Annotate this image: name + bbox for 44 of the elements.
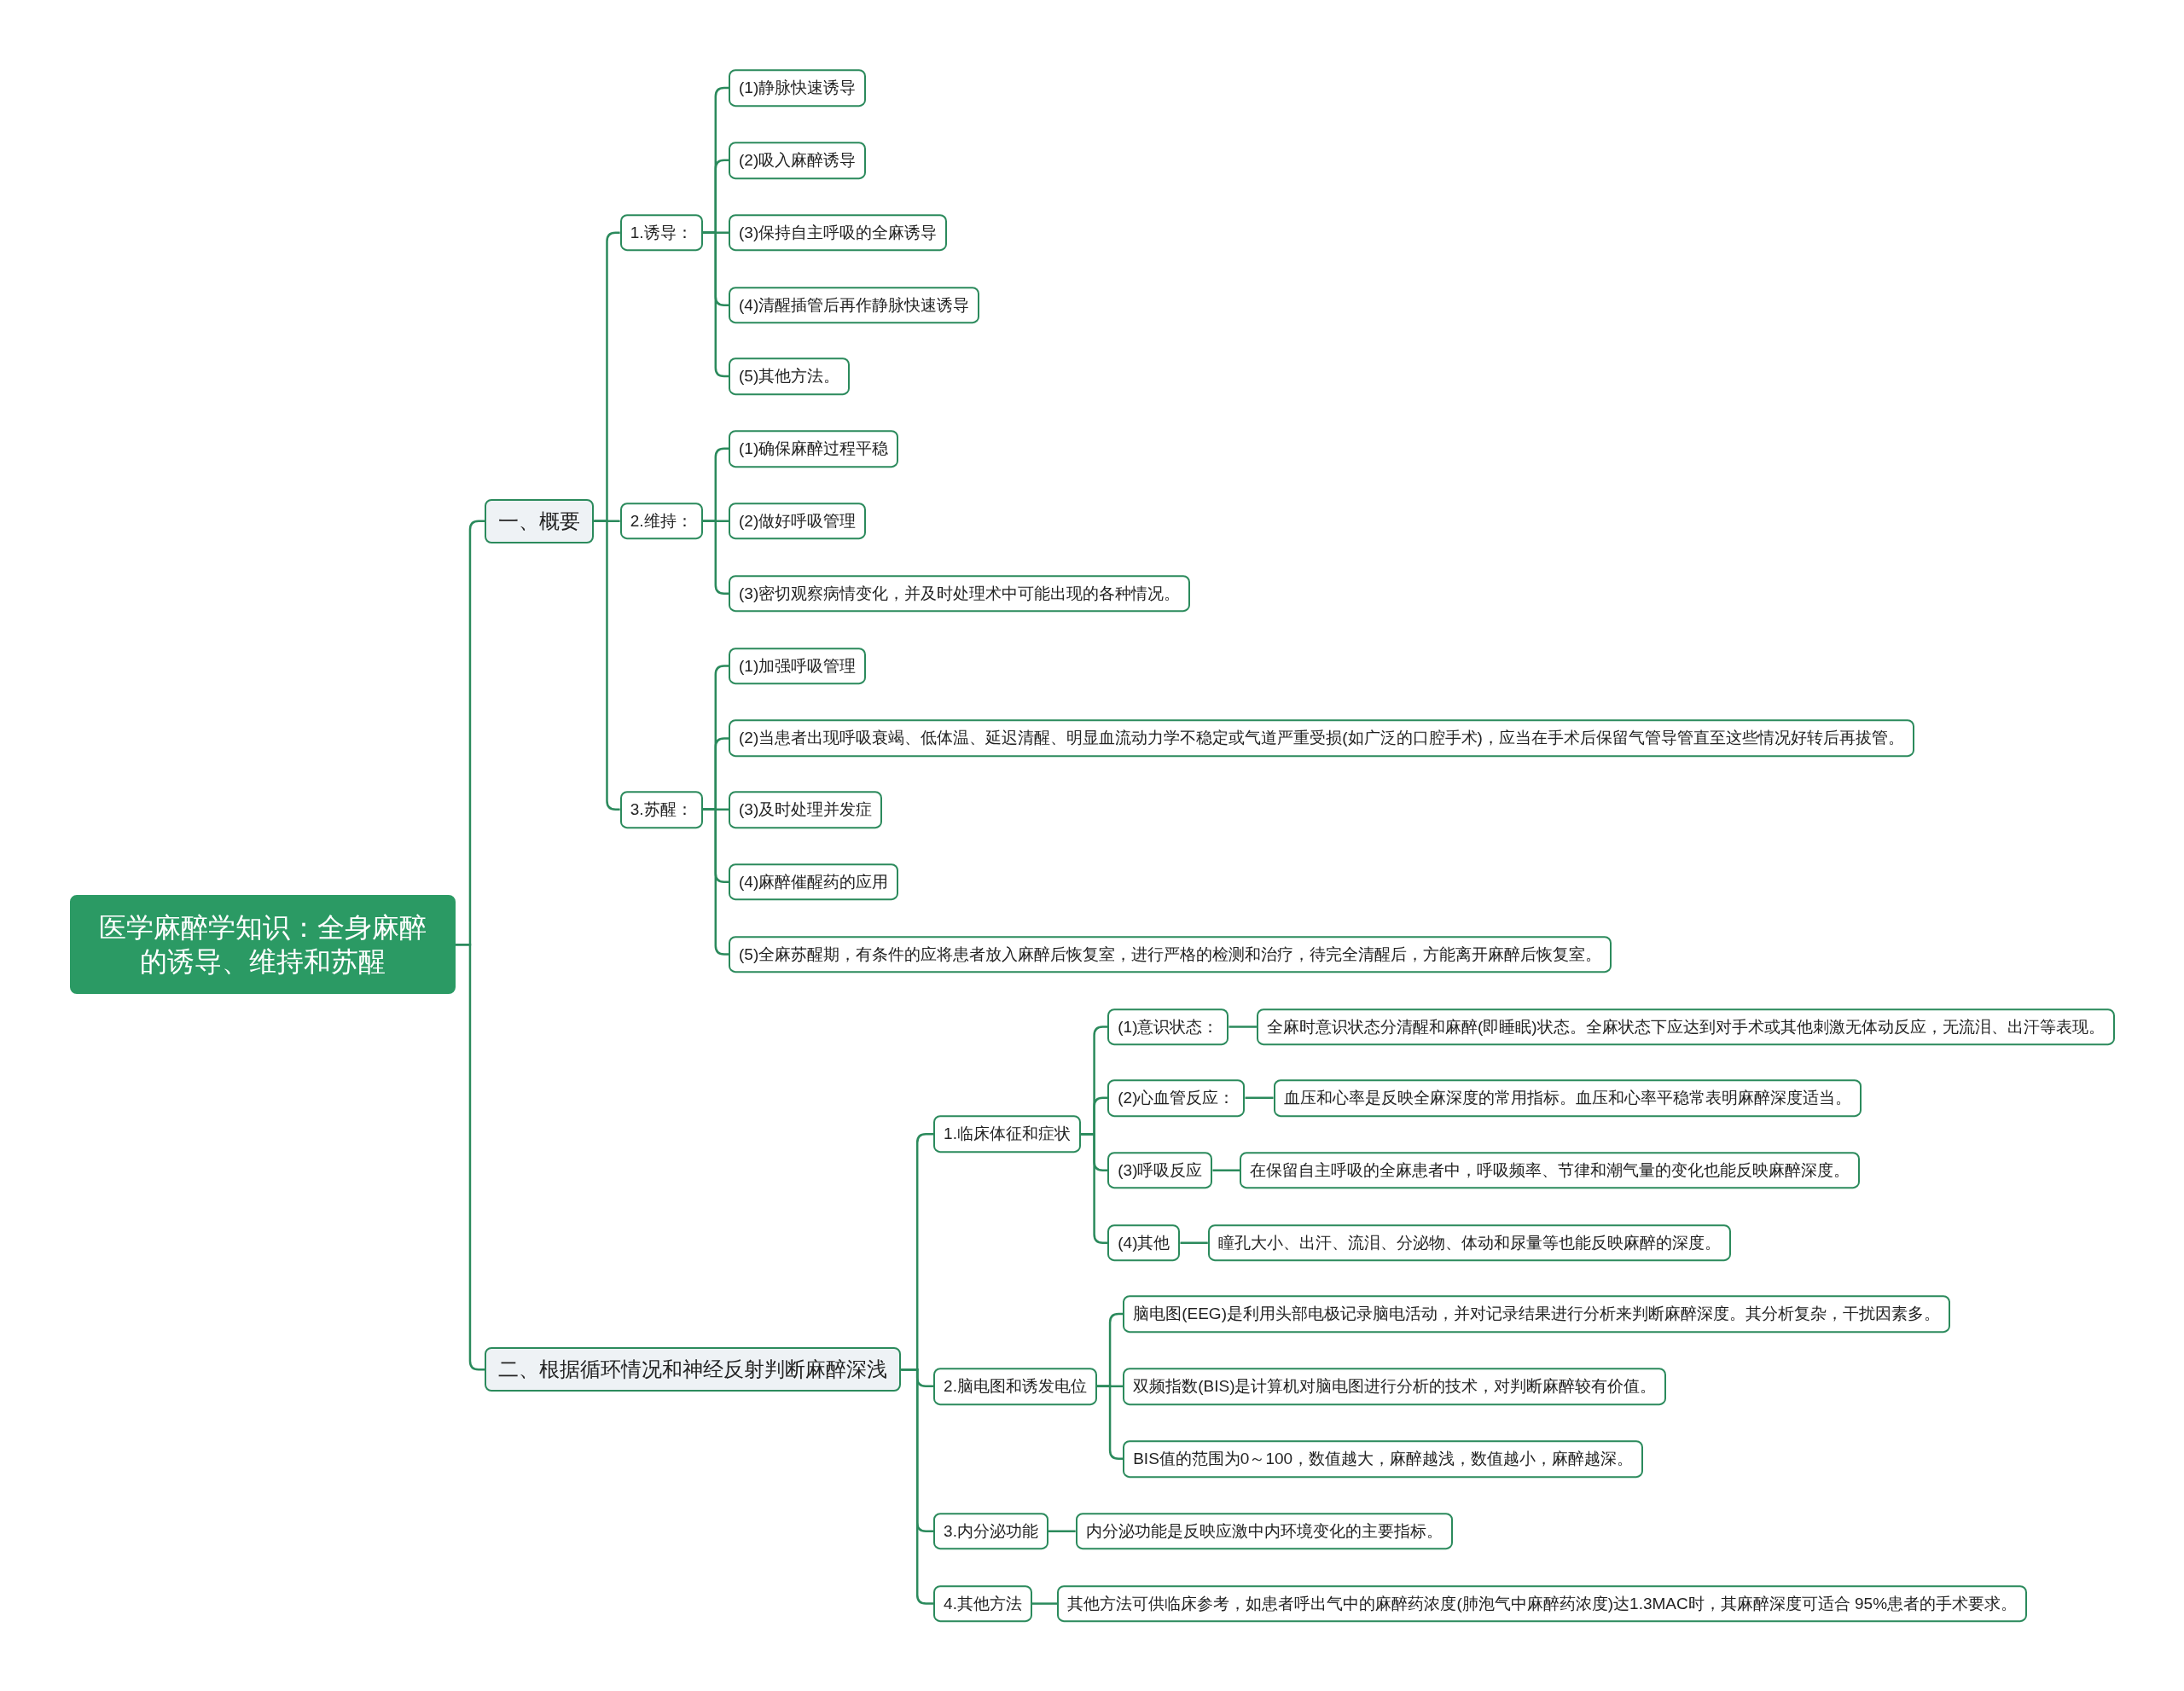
main-topic-box: 二、根据循环情况和神经反射判断麻醉深浅 (485, 1347, 902, 1392)
main-topic-box: 一、概要 (485, 498, 595, 543)
connector-line (1228, 1026, 1257, 1028)
subtopic-box: (2)当患者出现呼吸衰竭、低体温、延迟清醒、明显血流动力学不稳定或气道严重受损(如广泛的口腔手术)，应当在手术后保留气管导管直至这些情况好转后再拔管。 (729, 719, 1914, 758)
subtopic-box: (5)其他方法。 (729, 357, 851, 395)
subtopic-box: 其他方法可供临床参考，如患者呼出气中的麻醉药浓度(肺泡气中麻醉药浓度)达1.3MAC时，其麻醉深度可适合 95%患者的手术要求。 (1057, 1584, 2028, 1623)
subtopic-box: 双频指数(BIS)是计算机对脑电图进行分析的技术，对判断麻醉较有价值。 (1123, 1367, 1667, 1405)
subtopic-box: (1)意识状态： (1107, 1008, 1229, 1046)
subtopic-box: 4.其他方法 (933, 1584, 1032, 1623)
subtopic-box: (4)其他 (1107, 1223, 1181, 1262)
subtopic-box: 2.维持： (619, 502, 703, 540)
subtopic-box: (3)及时处理并发症 (729, 790, 883, 828)
subtopic-box: (1)静脉快速诱导 (729, 69, 867, 107)
subtopic-box: 3.苏醒： (619, 790, 703, 828)
central-topic-box: 医学麻醉学知识：全身麻醉的诱导、维持和苏醒 (69, 895, 456, 995)
connector-line (1048, 1530, 1076, 1532)
subtopic-box: 1.诱导： (619, 213, 703, 252)
subtopic-box: BIS值的范围为0～100，数值越大，麻醉越浅，数值越小，麻醉越深。 (1123, 1439, 1644, 1478)
subtopic-box: 瞳孔大小、出汗、流泪、分泌物、体动和尿量等也能反映麻醉的深度。 (1207, 1223, 1731, 1262)
subtopic-box: (2)吸入麻醉诱导 (729, 141, 867, 179)
subtopic-box: (4)麻醉催醒药的应用 (729, 863, 899, 901)
subtopic-box: (2)做好呼吸管理 (729, 502, 867, 540)
subtopic-box: (2)心血管反应： (1107, 1078, 1246, 1117)
subtopic-box: 在保留自主呼吸的全麻患者中，呼吸频率、节律和潮气量的变化也能反映麻醉深度。 (1240, 1151, 1861, 1189)
subtopic-box: 全麻时意识状态分清醒和麻醉(即睡眠)状态。全麻状态下应达到对手术或其他刺激无体动反应，无流泪、出汗等表现。 (1256, 1008, 2115, 1046)
connector-line (1212, 1169, 1240, 1171)
subtopic-box: 内分泌功能是反映应激中内环境变化的主要指标。 (1075, 1512, 1453, 1550)
connector-line (1031, 1602, 1058, 1605)
connector-line (901, 1368, 934, 1605)
subtopic-box: 2.脑电图和诱发电位 (933, 1367, 1097, 1405)
subtopic-box: (1)加强呼吸管理 (729, 647, 867, 685)
subtopic-box: (1)确保麻醉过程平稳 (729, 429, 899, 468)
connector-line (1245, 1096, 1274, 1100)
subtopic-box: 血压和心率是反映全麻深度的常用指标。血压和心率平稳常表明麻醉深度适当。 (1273, 1078, 1862, 1117)
subtopic-box: (4)清醒插管后再作静脉快速诱导 (729, 286, 980, 324)
subtopic-box: 1.临床体征和症状 (933, 1115, 1081, 1153)
connector-line (1180, 1241, 1208, 1244)
subtopic-box: (3)保持自主呼吸的全麻诱导 (729, 213, 948, 252)
subtopic-box: (3)密切观察病情变化，并及时处理术中可能出现的各种情况。 (729, 574, 1191, 613)
subtopic-box: 3.内分泌功能 (933, 1512, 1048, 1550)
subtopic-box: (5)全麻苏醒期，有条件的应将患者放入麻醉后恢复室，进行严格的检测和治疗，待完全清醒后，方能离开麻醉后恢复室。 (729, 935, 1612, 973)
connector-line (455, 943, 485, 1371)
subtopic-box: 脑电图(EEG)是利用头部电极记录脑电活动，并对记录结果进行分析来判断麻醉深度。其分析复杂，干扰因素多。 (1123, 1295, 1950, 1333)
subtopic-box: (3)呼吸反应 (1107, 1151, 1213, 1189)
